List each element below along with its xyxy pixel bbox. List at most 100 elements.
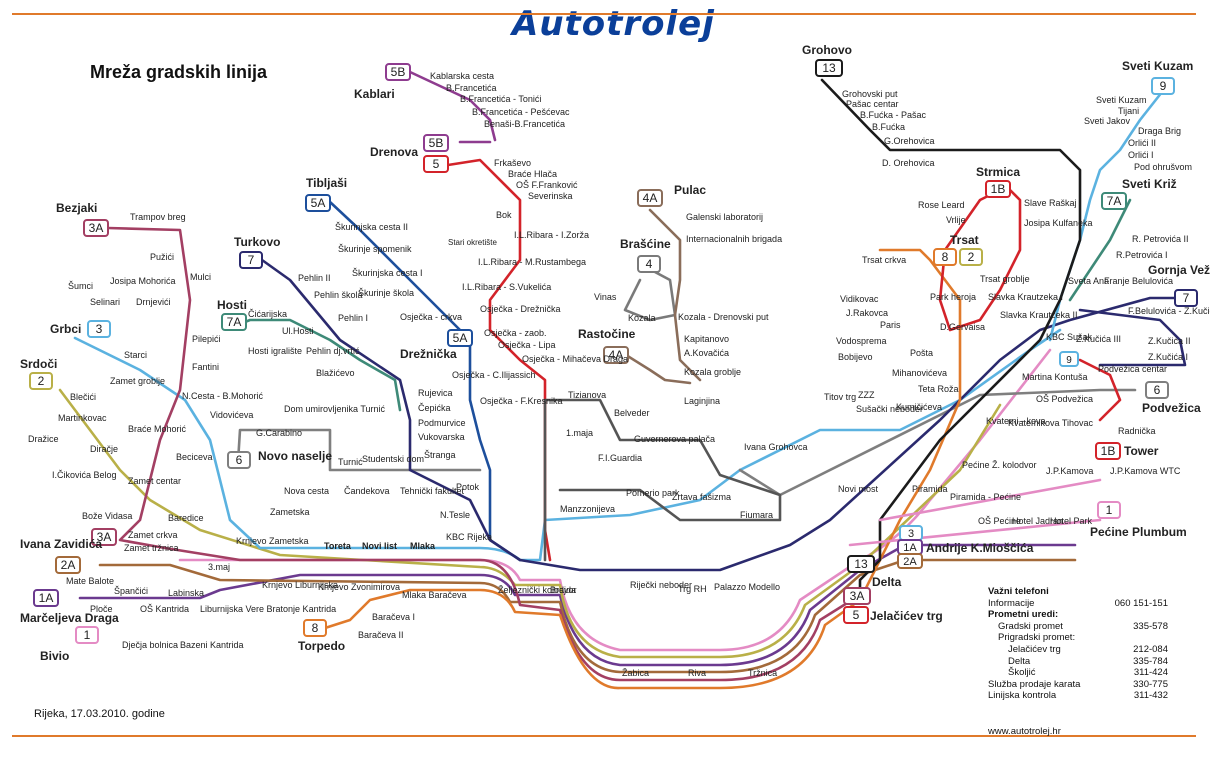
- contact-city-number: 335-578: [1133, 620, 1168, 632]
- badge-7A-hosti: 7A: [221, 313, 247, 331]
- badge-3-andrije: 3: [899, 525, 923, 541]
- svg-text:4A: 4A: [643, 191, 658, 205]
- stop-label: D. Orehovica: [882, 158, 935, 168]
- stop-label: Josipa Kulfaneka: [1024, 218, 1093, 228]
- stop-label: Kvatemikova Tihovac: [1008, 418, 1094, 428]
- stop-label: Zamet groblje: [110, 376, 165, 386]
- stop-label: Zametska: [270, 507, 310, 517]
- stop-label: Podmurvice: [418, 418, 466, 428]
- stop-label: Piramida: [912, 484, 948, 494]
- svg-text:6: 6: [1154, 383, 1161, 397]
- contact-info-number: 060 151-151: [1114, 597, 1168, 609]
- badge-4A-pulac: 4A: [637, 189, 663, 207]
- stop-label: Bazeni Kantrida: [180, 640, 244, 650]
- badge-5A-dreznicka: 5A: [447, 329, 473, 347]
- badge-1B-strmica: 1B: [985, 180, 1011, 198]
- badge-3A-jelacicev: 3A: [843, 587, 871, 605]
- line-13-route: [820, 78, 1082, 602]
- badge-5-drenova: 5: [423, 155, 449, 173]
- stop-label: Trsat groblje: [980, 274, 1030, 284]
- badge-9-kuzam: 9: [1151, 77, 1175, 95]
- terminal-ivana-zavidica: Ivana Zavidića: [20, 537, 102, 551]
- website-link[interactable]: www.autotrolej.hr: [988, 725, 1061, 737]
- svg-text:1B: 1B: [1101, 444, 1116, 458]
- svg-text:4A: 4A: [609, 348, 624, 362]
- stop-label: OŠ Kantrida: [140, 604, 189, 614]
- stop-label: Vukovarska: [418, 432, 465, 442]
- stop-label: G.Carabino: [256, 428, 302, 438]
- stop-label: Park heroja: [930, 292, 976, 302]
- svg-text:7A: 7A: [227, 315, 242, 329]
- stop-label: Podvežica centar: [1098, 364, 1167, 374]
- stop-label: Vidikovac: [840, 294, 879, 304]
- line-8-route: [323, 248, 962, 690]
- stop-label: Kablarska cesta: [430, 71, 494, 81]
- stop-label: Hotel Park: [1050, 516, 1093, 526]
- stop-label: Fantini: [192, 362, 219, 372]
- contact-jelacicev-label: Jelačićev trg: [1008, 643, 1061, 655]
- contacts-offices-title: Prometni uredi:: [988, 609, 1059, 621]
- contact-city-row: Gradski promet 335-578: [988, 621, 1168, 633]
- svg-text:7: 7: [1183, 291, 1190, 305]
- badge-13-delta: 13: [847, 555, 875, 573]
- svg-text:4: 4: [646, 257, 653, 271]
- svg-text:13: 13: [822, 61, 836, 75]
- svg-text:3A: 3A: [850, 589, 865, 603]
- stop-label: Z.Kučića III: [1076, 334, 1121, 344]
- stop-label: Baračeva II: [358, 630, 404, 640]
- stop-label: Blečići: [70, 392, 96, 402]
- badge-7-turkovo: 7: [239, 251, 263, 269]
- contact-skoljic-number: 311-424: [1133, 667, 1168, 679]
- stop-label: D.Gervaisa: [940, 322, 985, 332]
- terminal-bivio: Bivio: [40, 649, 69, 663]
- svg-text:1A: 1A: [903, 542, 917, 554]
- stop-label: B.Fućka - Pašac: [860, 110, 927, 120]
- contact-delta-number: 335-784: [1133, 655, 1168, 667]
- stop-label: J.P.Kamova WTC: [1110, 466, 1181, 476]
- badge-4-brascine: 4: [637, 255, 661, 273]
- stop-label: Internacionalnih brigada: [686, 234, 782, 244]
- svg-text:1: 1: [1106, 503, 1113, 517]
- badge-4A-rastocine: 4A: [603, 346, 629, 364]
- stop-label: Labinska: [168, 588, 204, 598]
- badge-1-pecine: 1: [1097, 501, 1121, 519]
- terminal-pecine: Pećine Plumbum: [1090, 525, 1187, 539]
- stop-label: Baračeva I: [372, 612, 415, 622]
- stop-label: Kozala: [628, 313, 656, 323]
- stop-label: Z.Kučića I: [1148, 352, 1188, 362]
- line-7-route: [260, 258, 1177, 572]
- svg-text:3A: 3A: [89, 221, 104, 235]
- stop-label: Galenski laboratorij: [686, 212, 763, 222]
- badge-5-jelacicev: 5: [843, 606, 869, 624]
- stop-label: Zamet tržnica: [124, 543, 179, 553]
- stop-label: Frkaševo: [494, 158, 531, 168]
- stop-label: Liburnijska Vere Bratonje Kantrida: [200, 604, 336, 614]
- stop-label: Pehlin I: [338, 313, 368, 323]
- svg-text:8: 8: [942, 250, 949, 264]
- stop-label: Brajda: [550, 585, 576, 595]
- line-1B-east: [1078, 358, 1122, 422]
- stop-label: Vinas: [594, 292, 617, 302]
- line-1-kamova: [878, 478, 1102, 522]
- stop-label: Ul.Hosti: [282, 326, 314, 336]
- stop-label: Trsat crkva: [862, 255, 906, 265]
- svg-text:3: 3: [96, 322, 103, 336]
- stop-label: Rujevica: [418, 388, 453, 398]
- stop-label: Novi most: [838, 484, 879, 494]
- svg-text:1B: 1B: [991, 182, 1006, 196]
- terminal-strmica: Strmica: [976, 165, 1020, 179]
- stop-label: Josipa Mohorića: [110, 276, 176, 286]
- stop-label: Vodosprema: [836, 336, 887, 346]
- stop-label: G.Orehovica: [884, 136, 935, 146]
- terminal-drenova: Drenova: [370, 145, 418, 159]
- stop-label: Zamet crkva: [128, 530, 178, 540]
- contact-sales-number: 330-775: [1133, 678, 1168, 690]
- stop-label: F.Belulovića - Z.Kučića: [1128, 306, 1210, 316]
- stop-label: Slavka Krautzeka II: [1000, 310, 1078, 320]
- svg-text:7A: 7A: [1107, 194, 1122, 208]
- badge-5A-tiblijasi: 5A: [305, 194, 331, 212]
- stop-label: Martinkovac: [58, 413, 107, 423]
- stop-label: Sveti Jakov: [1084, 116, 1131, 126]
- contact-sales-label: Služba prodaje karata: [988, 678, 1081, 690]
